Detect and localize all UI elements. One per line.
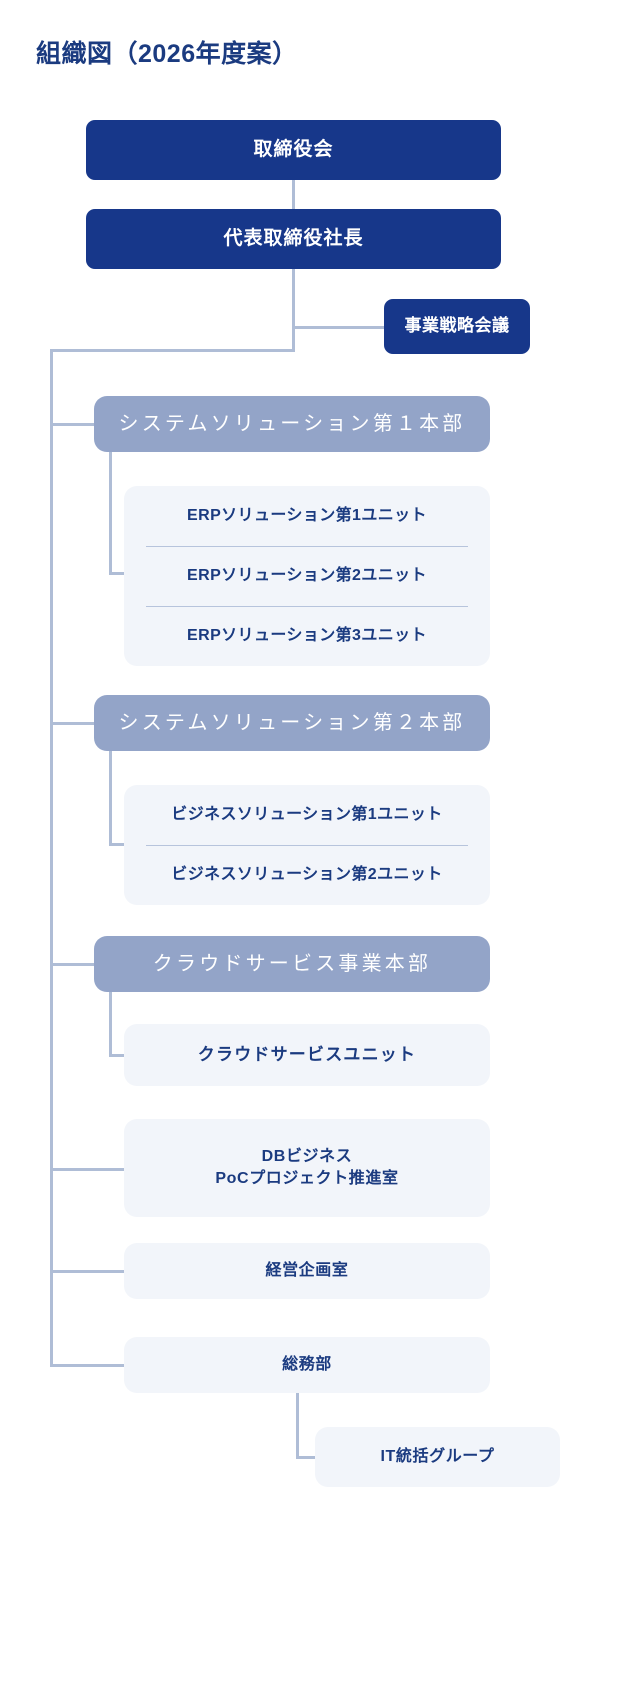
connector-division-1-to-units (109, 572, 129, 575)
connector-trunk-to-soumu (50, 1364, 128, 1367)
node-keiei-kikaku-shitsu[interactable]: 経営企画室 (124, 1243, 490, 1299)
node-soumu-bu[interactable]: 総務部 (124, 1337, 490, 1393)
connector-division-3-substem (109, 992, 112, 1057)
connector-trunk-to-db-poc (50, 1168, 128, 1171)
node-cloud-service-unit[interactable]: クラウドサービスユニット (124, 1024, 490, 1086)
connector-trunk-to-division-3 (50, 963, 96, 966)
node-president[interactable]: 代表取締役社長 (86, 209, 501, 269)
node-division-3[interactable]: クラウドサービス事業本部 (94, 936, 490, 992)
connector-division-2-to-units (109, 843, 129, 846)
node-it-group[interactable]: IT統括グループ (315, 1427, 560, 1487)
connector-division-2-substem (109, 751, 112, 846)
connector-president-to-strategy (292, 326, 386, 329)
connector-soumu-substem (296, 1393, 299, 1459)
node-db-poc-office[interactable]: DBビジネス PoCプロジェクト推進室 (124, 1119, 490, 1217)
unit-row[interactable]: ERPソリューション第3ユニット (124, 606, 490, 666)
connector-to-main-trunk (50, 349, 295, 352)
unit-row[interactable]: ERPソリューション第2ユニット (124, 546, 490, 606)
node-strategy-meeting[interactable]: 事業戦略会議 (384, 299, 530, 354)
unit-row[interactable]: ビジネスソリューション第2ユニット (124, 845, 490, 905)
db-poc-line-1: DBビジネス (261, 1148, 353, 1166)
connector-trunk-to-division-2 (50, 722, 96, 725)
node-division-2[interactable]: システムソリューション第２本部 (94, 695, 490, 751)
unit-group-division-1: ERPソリューション第1ユニット ERPソリューション第2ユニット ERPソリュ… (124, 486, 490, 666)
unit-row[interactable]: ビジネスソリューション第1ユニット (171, 806, 443, 824)
connector-soumu-to-it-group (296, 1456, 320, 1459)
page-title: 組織図（2026年度案） (36, 40, 298, 68)
connector-president-stem (292, 269, 295, 352)
unit-group-division-2: ビジネスソリューション第1ユニット ビジネスソリューション第2ユニット (124, 785, 490, 905)
connector-division-3-to-unit (109, 1054, 129, 1057)
unit-row[interactable]: ERPソリューション第1ユニット (187, 507, 427, 525)
connector-trunk-to-keiei (50, 1270, 128, 1273)
connector-trunk-to-division-1 (50, 423, 96, 426)
db-poc-line-2: PoCプロジェクト推進室 (215, 1170, 399, 1187)
connector-division-1-substem (109, 452, 112, 575)
node-board[interactable]: 取締役会 (86, 120, 501, 180)
connector-board-to-president (292, 180, 295, 209)
node-division-1[interactable]: システムソリューション第１本部 (94, 396, 490, 452)
main-trunk (50, 349, 53, 1366)
